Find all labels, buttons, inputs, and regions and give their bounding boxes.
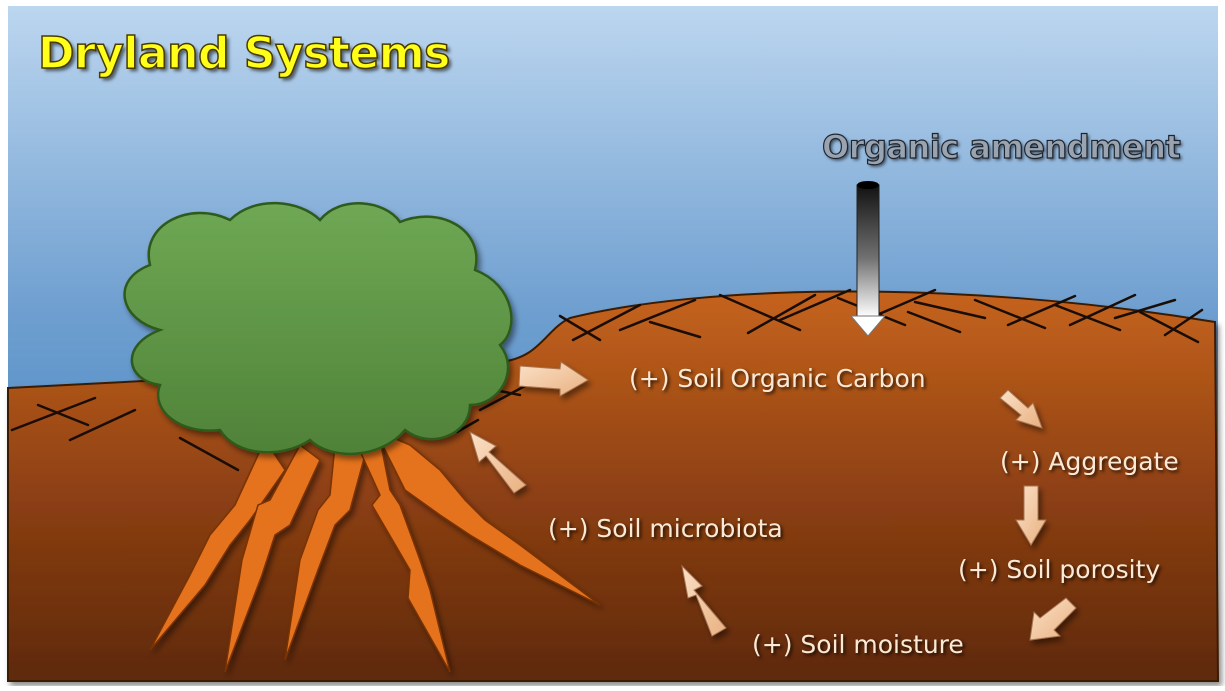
label-soil-microbiota: (+) Soil microbiota — [548, 514, 783, 543]
page-title: Dryland Systems — [38, 28, 450, 79]
label-soil-organic-carbon: (+) Soil Organic Carbon — [629, 364, 926, 393]
tree-canopy — [125, 203, 512, 454]
label-soil-moisture: (+) Soil moisture — [752, 630, 964, 659]
label-soil-porosity: (+) Soil porosity — [958, 555, 1160, 584]
organic-amendment-label: Organic amendment — [822, 128, 1180, 166]
label-aggregate: (+) Aggregate — [1000, 447, 1179, 476]
